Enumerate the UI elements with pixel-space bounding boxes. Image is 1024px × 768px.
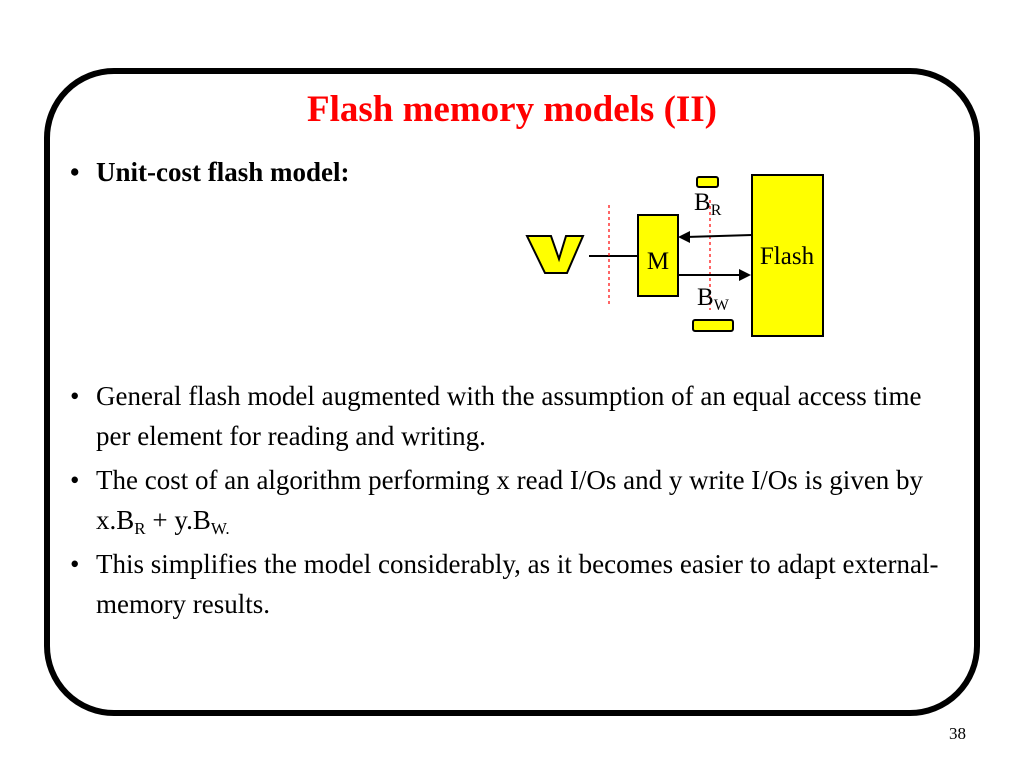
bullet-item-cost-formula: • The cost of an algorithm performing x … [70,460,950,540]
read-block-size-label: BR [694,189,722,219]
memory-block [637,214,679,297]
bullet-text: The cost of an algorithm performing x re… [96,460,950,540]
memory-label: M [647,248,669,275]
write-arrowhead [739,269,751,281]
bullet-text: Unit-cost flash model: [96,157,350,187]
bullet-text: This simplifies the model considerably, … [96,549,939,619]
read-arrowhead [678,231,690,243]
bullet-symbol: • [70,381,80,411]
read-arrow [685,234,753,238]
bullet-symbol: • [70,549,80,579]
flash-block [751,174,824,337]
formula-text-start: The cost of an algorithm performing x re… [96,465,924,535]
write-block-glyph [692,319,734,332]
slide-title: Flash memory models (II) [306,89,718,130]
bullet-item-general-model: • General flash model augmented with the… [70,376,950,456]
bullet-item-unit-cost: • Unit-cost flash model: [70,152,950,192]
slide-frame [44,68,980,716]
bullet-text: General flash model augmented with the a… [96,381,922,451]
bullet-symbol: • [70,465,80,495]
bullet-symbol: • [70,157,80,187]
formula-subscript-write: W. [210,519,230,538]
bullet-item-simplification: • This simplifies the model considerably… [70,544,950,624]
formula-text-mid: + y.B [145,505,211,535]
formula-subscript-read: R [134,519,146,538]
page-number: 38 [949,724,966,743]
flash-label: Flash [760,243,815,270]
write-block-size-label: BW [697,284,730,314]
processor-icon [525,235,585,274]
read-block-glyph [696,176,719,188]
